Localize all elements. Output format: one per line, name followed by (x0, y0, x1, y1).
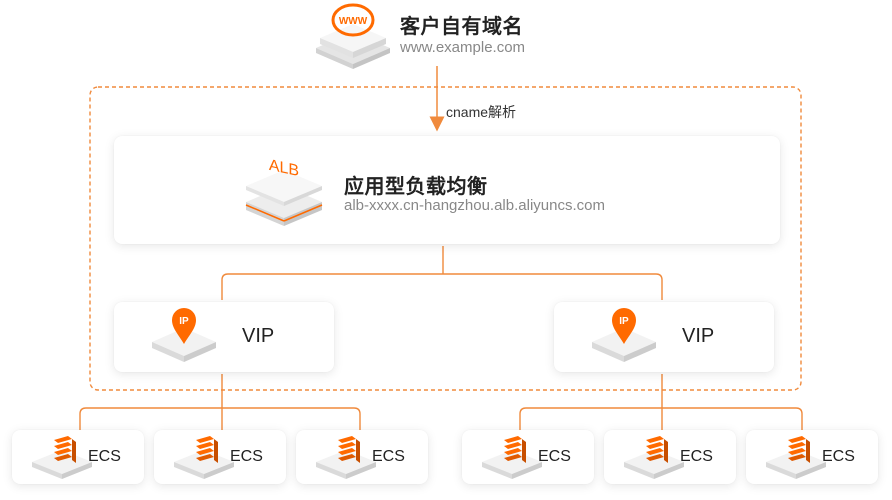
vip-right-to-ecs-connector (519, 374, 803, 430)
alb-block-icon: ALB (245, 156, 323, 226)
alb-title: 应用型负载均衡 (344, 176, 488, 198)
vip-card-right[interactable]: IP VIP (554, 302, 774, 372)
cname-label: cname解析 (446, 104, 517, 120)
ecs-card[interactable]: ECS (746, 430, 878, 484)
server-icon (32, 436, 92, 479)
vip-label: VIP (242, 325, 275, 347)
ecs-card[interactable]: ECS (12, 430, 144, 484)
alb-to-vip-connector (221, 246, 663, 300)
alb-card[interactable]: ALB 应用型负载均衡 alb-xxxx.cn-hangzhou.alb.ali… (114, 136, 780, 244)
domain-title: 客户自有域名 (400, 16, 523, 38)
server-icon (624, 436, 684, 479)
server-icon (316, 436, 376, 479)
ecs-label: ECS (822, 448, 855, 465)
server-icon (174, 436, 234, 479)
ecs-card[interactable]: ECS (604, 430, 736, 484)
ecs-card[interactable]: ECS (296, 430, 428, 484)
ip-pin-icon: IP (152, 308, 216, 362)
vip-left-to-ecs-connector (79, 374, 361, 430)
ecs-label: ECS (230, 448, 263, 465)
www-globe-icon: WWW (316, 3, 390, 69)
alb-region-boundary (89, 86, 802, 391)
ecs-label: ECS (372, 448, 405, 465)
server-icon (766, 436, 826, 479)
server-icon (482, 436, 542, 479)
ecs-card[interactable]: ECS (154, 430, 286, 484)
ecs-label: ECS (88, 448, 121, 465)
alb-address: alb-xxxx.cn-hangzhou.alb.aliyuncs.com (344, 197, 605, 214)
vip-label: VIP (682, 325, 715, 347)
ecs-card[interactable]: ECS (462, 430, 594, 484)
vip-card-left[interactable]: IP VIP (114, 302, 334, 372)
svg-text:WWW: WWW (339, 16, 368, 27)
domain-url: www.example.com (400, 39, 526, 56)
svg-text:IP: IP (179, 316, 189, 327)
svg-text:IP: IP (619, 316, 629, 327)
ecs-label: ECS (538, 448, 571, 465)
ip-pin-icon: IP (592, 308, 656, 362)
domain-node: WWW 客户自有域名 www.example.com (312, 2, 572, 70)
ecs-label: ECS (680, 448, 713, 465)
